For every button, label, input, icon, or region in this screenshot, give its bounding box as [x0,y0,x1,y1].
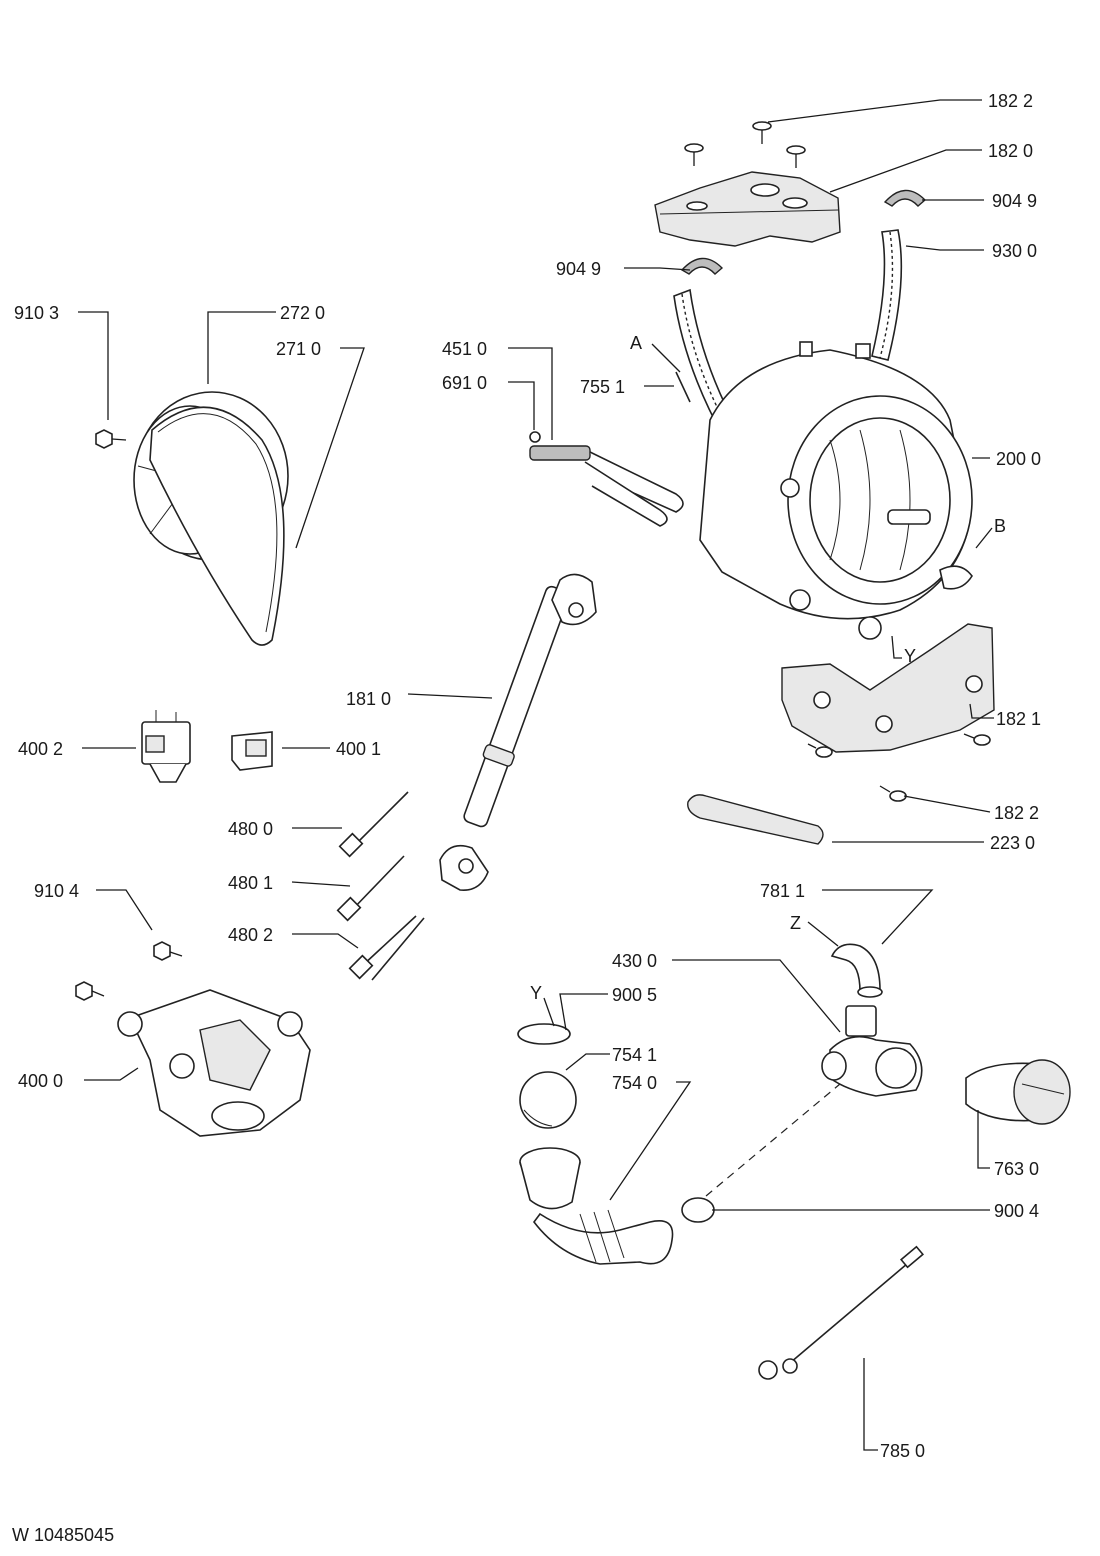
bolt-long-3 [348,915,425,981]
label-182-2-bottom: 182 2 [994,803,1039,823]
label-182-0: 182 0 [988,141,1033,161]
motor-bolt-right [153,941,183,961]
pump-filter [965,1059,1071,1125]
label-904-9-left: 904 9 [556,259,601,279]
label-271-0: 271 0 [276,339,321,359]
label-B: B [994,516,1006,536]
screw-bottom-1 [963,733,991,746]
screw-top-right [786,145,806,168]
label-781-1: 781 1 [760,881,805,901]
counterweight-bottom [781,623,995,753]
label-400-0: 400 0 [18,1071,63,1091]
label-910-4: 910 4 [34,881,79,901]
bolt-long-1 [338,791,409,858]
bolt-long-2 [336,855,405,922]
screw-bottom-2 [807,743,833,758]
bellows-hose-right [871,229,903,361]
clip-right [883,189,927,207]
screw-top-left [684,143,704,166]
label-691-0: 691 0 [442,373,487,393]
label-200-0: 200 0 [996,449,1041,469]
drain-pump [821,1005,923,1097]
label-480-0: 480 0 [228,819,273,839]
label-900-4: 900 4 [994,1201,1039,1221]
label-480-1: 480 1 [228,873,273,893]
label-904-9-right: 904 9 [992,191,1037,211]
shock-absorber [439,573,597,891]
spring-ring [517,1023,571,1045]
motor [117,989,311,1137]
label-182-1: 182 1 [996,709,1041,729]
label-181-0: 181 0 [346,689,391,709]
label-A: A [630,333,642,353]
label-755-1: 755 1 [580,377,625,397]
label-400-2: 400 2 [18,739,63,759]
drive-belt [149,406,285,646]
clip-left [680,257,724,275]
assembly-guide-line [705,1083,841,1197]
hose-elbow [830,943,883,998]
label-910-3: 910 3 [14,303,59,323]
drain-hose [758,1245,925,1380]
label-272-0: 272 0 [280,303,325,323]
label-900-5: 900 5 [612,985,657,1005]
label-Y-tub: Y [904,646,916,666]
screw-bottom-3 [879,785,907,802]
pin [675,371,691,403]
label-Z: Z [790,913,801,933]
label-754-0: 754 0 [612,1073,657,1093]
sump-hose [519,1147,674,1265]
motor-connector [231,731,273,771]
drum-lifter [687,794,824,845]
document-id: W 10485045 [12,1525,114,1545]
label-451-0: 451 0 [442,339,487,359]
label-430-0: 430 0 [612,951,657,971]
label-930-0: 930 0 [992,241,1037,261]
label-763-0: 763 0 [994,1159,1039,1179]
label-480-2: 480 2 [228,925,273,945]
counterweight-top [654,171,841,247]
screw-top-center [752,121,772,144]
check-ball [519,1071,577,1129]
motor-module [141,710,191,783]
label-400-1: 400 1 [336,739,381,759]
label-754-1: 754 1 [612,1045,657,1065]
motor-bolt-left [75,981,105,1001]
heating-element [529,431,684,527]
hose-clamp [681,1197,715,1223]
leader-lines [78,99,994,1451]
label-Y-sump: Y [530,983,542,1003]
tub-assembly [699,341,973,640]
pulley-bolt [95,429,127,449]
label-182-2-top: 182 2 [988,91,1033,111]
label-785-0: 785 0 [880,1441,925,1461]
label-223-0: 223 0 [990,833,1035,853]
